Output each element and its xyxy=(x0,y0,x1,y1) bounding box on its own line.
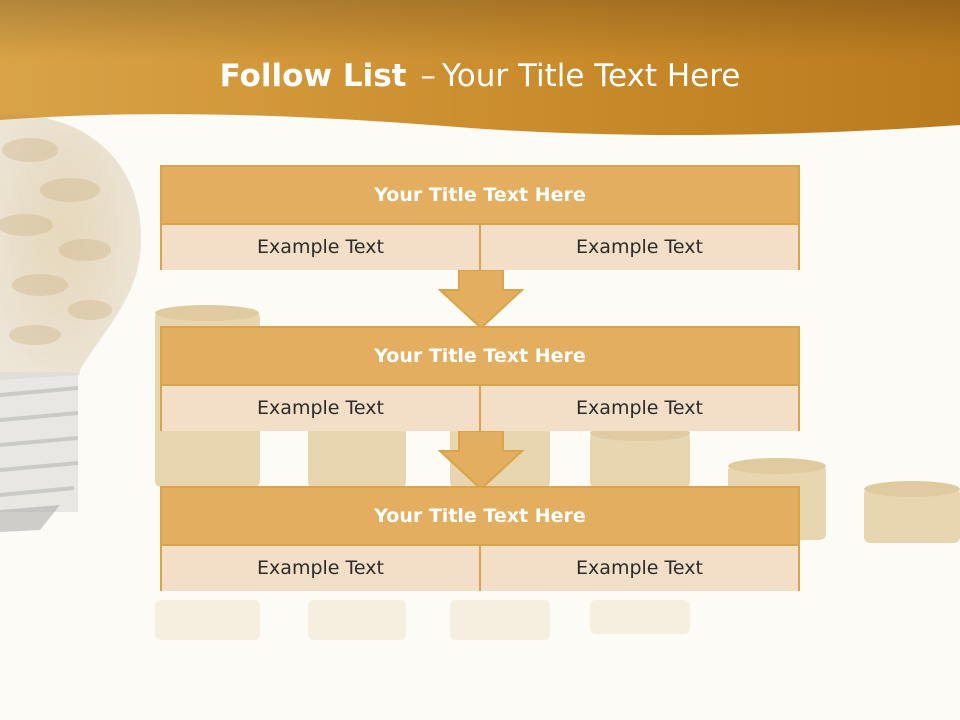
block-title: Your Title Text Here xyxy=(162,167,798,225)
block-cell: Example Text xyxy=(162,546,479,591)
list-block-2: Your Title Text Here Example Text Exampl… xyxy=(160,326,800,431)
block-title: Your Title Text Here xyxy=(162,328,798,386)
block-cell: Example Text xyxy=(479,546,798,591)
list-block-1: Your Title Text Here Example Text Exampl… xyxy=(160,165,800,270)
lightbulb-base xyxy=(0,372,79,532)
block-cell: Example Text xyxy=(479,225,798,270)
slide-title-bold: Follow List xyxy=(219,58,407,94)
block-row: Example Text Example Text xyxy=(162,546,798,591)
block-cell: Example Text xyxy=(162,225,479,270)
list-block-3: Your Title Text Here Example Text Exampl… xyxy=(160,486,800,591)
down-arrow-icon xyxy=(438,269,524,330)
slide-title-separator: – xyxy=(420,58,436,94)
down-arrow-icon xyxy=(438,430,524,491)
header-band xyxy=(0,0,960,136)
block-row: Example Text Example Text xyxy=(162,225,798,270)
lightbulb-icon xyxy=(0,114,142,532)
block-cell: Example Text xyxy=(479,386,798,431)
slide-title-rest: Your Title Text Here xyxy=(441,58,741,94)
block-cell: Example Text xyxy=(162,386,479,431)
slide-title: Follow List–Your Title Text Here xyxy=(0,54,960,98)
block-row: Example Text Example Text xyxy=(162,386,798,431)
block-title: Your Title Text Here xyxy=(162,488,798,546)
